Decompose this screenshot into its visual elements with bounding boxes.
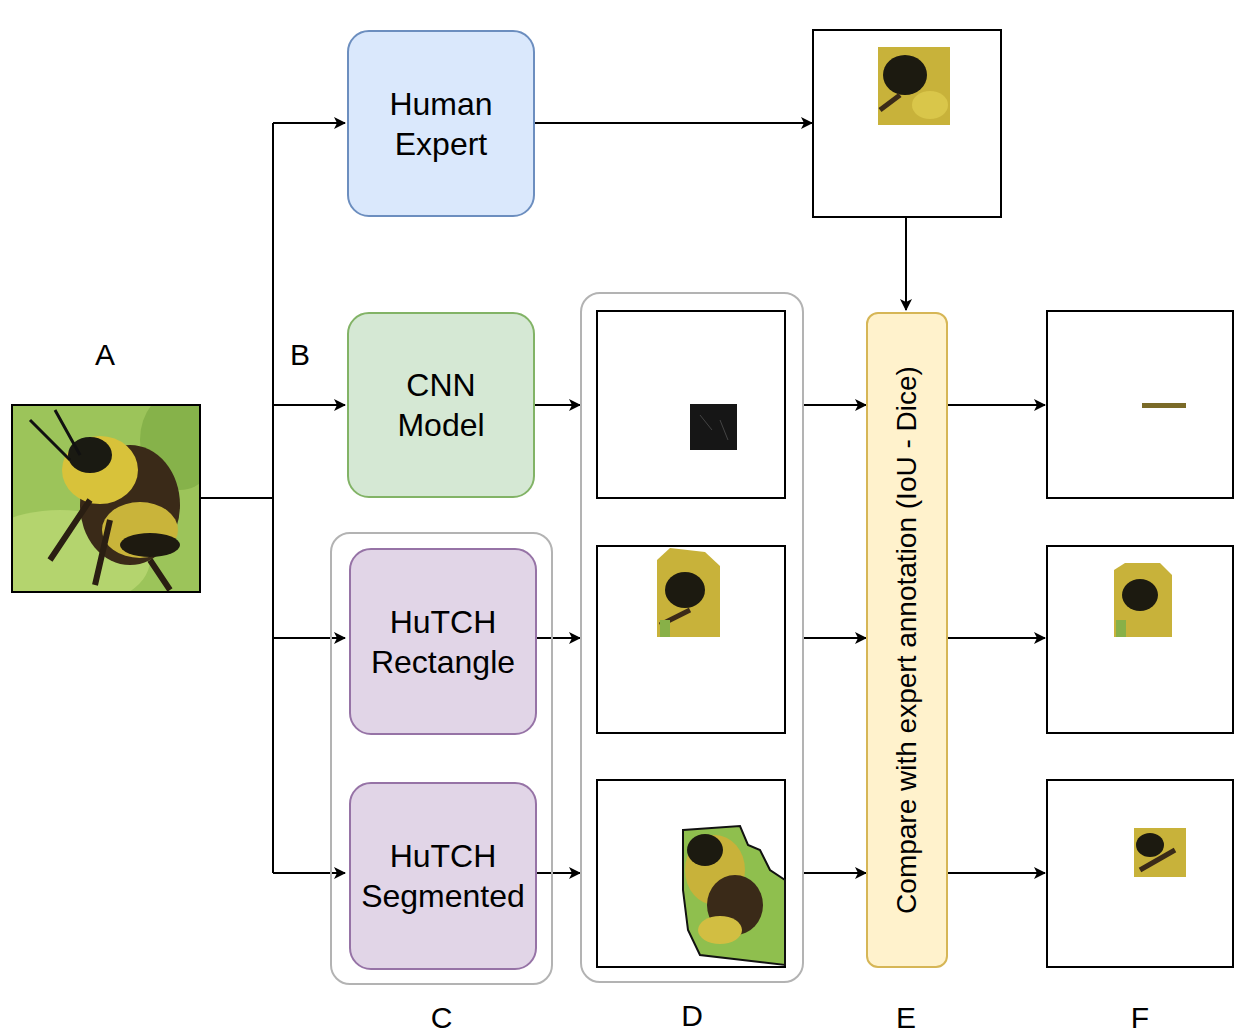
node-label: HuTCH Segmented [361,836,525,916]
output-crop [1134,828,1186,877]
arrow-connector [537,872,580,874]
group-box: CHuTCH RectangleHuTCH Segmented [330,532,553,985]
panel-letter: B [290,338,310,372]
arrow-connector [535,404,580,406]
arrow-connector [804,404,866,406]
group-box: D [580,292,804,983]
compare-box: Compare with expert annotation (IoU - Di… [866,312,948,968]
panel-letter: A [95,338,115,372]
arrow-connector [804,637,866,639]
process-box: HuTCH Segmented [349,782,537,970]
process-box: HuTCH Rectangle [349,548,537,735]
node-label: HuTCH Rectangle [361,602,525,682]
panel-letter: E [896,1001,916,1033]
expert-crop [878,47,950,125]
arrow-connector [537,637,580,639]
panel-letter: F [1131,1001,1149,1033]
arrow-connector [804,872,866,874]
group-label: C [332,999,551,1033]
output-crop [1114,563,1172,637]
group-label: D [582,997,802,1033]
bee-photo [12,405,200,592]
node-label: Compare with expert annotation (IoU - Di… [893,366,921,914]
node-label: CNN Model [359,365,523,445]
process-box: CNN Model [347,312,535,498]
process-box: Human Expert [347,30,535,217]
segmented-crop [683,826,785,965]
node-label: Human Expert [359,84,523,164]
rectangle-crop [657,548,720,637]
